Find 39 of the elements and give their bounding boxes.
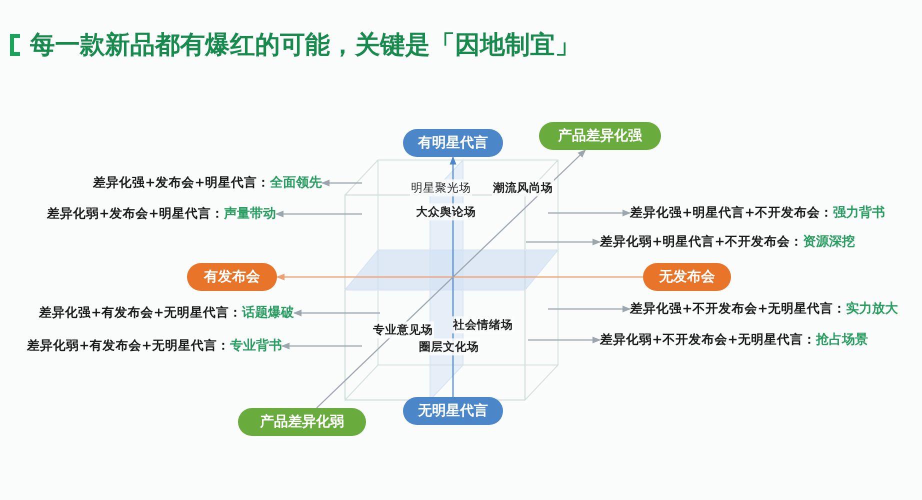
arrow [548, 306, 631, 312]
title: 每一款新品都有爆红的可能，关键是「因地制宜」 [30, 29, 580, 61]
result-text: 实力放大 [846, 300, 898, 318]
result-text: 资源深挖 [802, 233, 855, 252]
combination-text: 差异化弱+发布会+明星代言： [47, 204, 224, 223]
result-text: 强力背书 [832, 204, 885, 222]
result-text: 话题爆破 [242, 304, 294, 322]
arrow [276, 274, 643, 280]
combination-text: 差异化弱+不开发布会+无明星代言： [600, 330, 816, 349]
result-text: 专业背书 [230, 337, 282, 356]
result-text: 声量带动 [224, 205, 276, 224]
result-text: 抢占场景 [816, 331, 868, 350]
field-label: 大众舆论场 [415, 203, 477, 221]
axis-pill: 无明星代言 [403, 397, 503, 425]
axis-pill: 有发布会 [187, 263, 277, 291]
arrow [548, 210, 631, 216]
axis-pill: 产品差异化弱 [238, 408, 366, 436]
field-label: 专业意见场 [372, 321, 434, 339]
combination-text: 差异化弱+有发布会+无明星代言： [27, 336, 230, 355]
combination-text: 差异化强+有发布会+无明星代言： [39, 304, 242, 322]
arrow [293, 310, 380, 316]
arrow [526, 238, 601, 246]
field-label: 潮流风尚场 [492, 179, 554, 197]
axis-pill: 有明星代言 [403, 129, 503, 157]
arrow [316, 149, 586, 408]
combination-text: 差异化强+不开发布会+无明星代言： [630, 300, 846, 318]
arrow [528, 336, 601, 344]
axis-pill: 产品差异化强 [539, 122, 661, 150]
field-label: 明星聚光场 [410, 179, 472, 197]
field-label: 圈层文化场 [418, 338, 480, 356]
field-label: 社会情绪场 [452, 316, 514, 334]
axis-pill: 无发布会 [643, 263, 731, 291]
combination-text: 差异化强+明星代言+不开发布会： [630, 204, 833, 222]
combination-text: 差异化弱+明星代言+不开发布会： [600, 232, 803, 251]
arrow [321, 180, 362, 186]
result-text: 全面领先 [270, 174, 322, 192]
combination-text: 差异化强+发布会+明星代言： [93, 174, 270, 192]
arrow [275, 210, 362, 218]
arrow [281, 342, 362, 350]
